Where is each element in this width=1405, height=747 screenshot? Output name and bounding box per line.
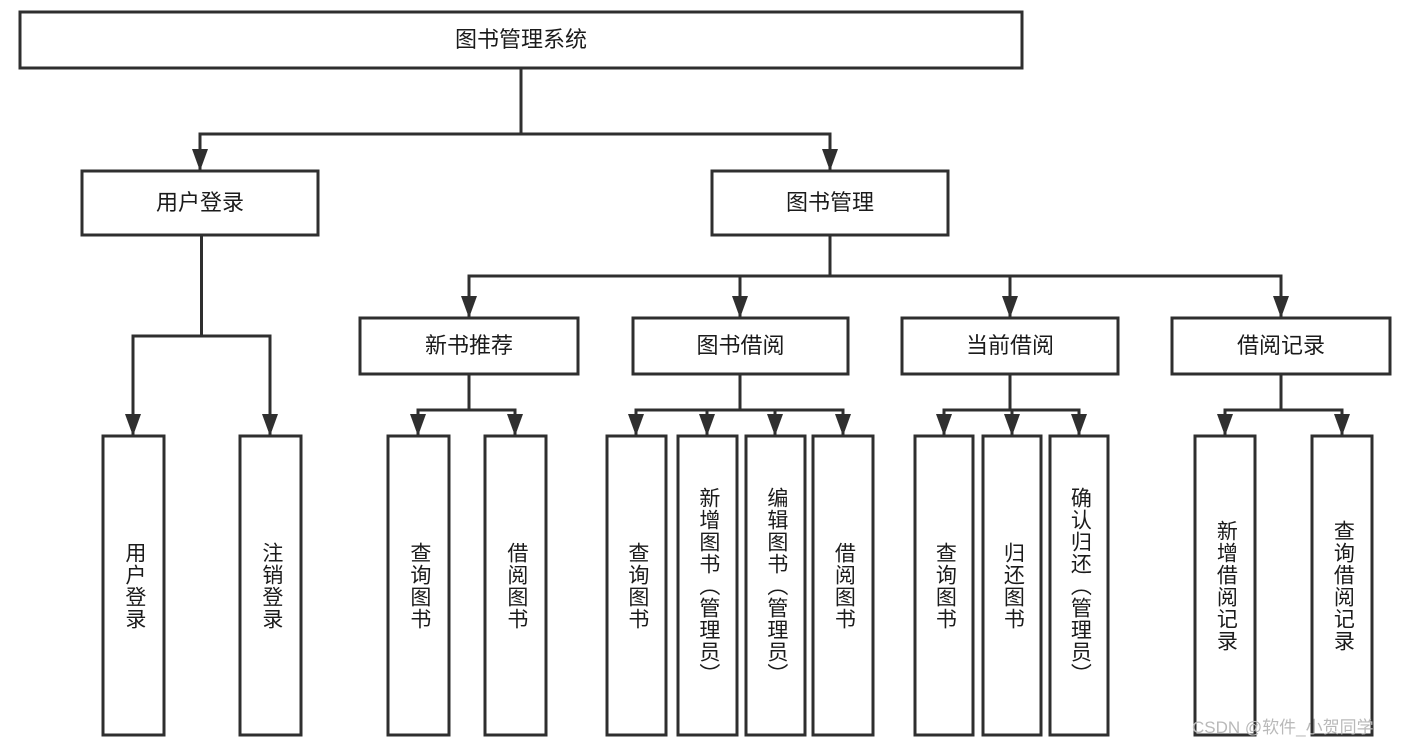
arrow-head-icon xyxy=(1273,296,1289,318)
node-box-leaf-query-book-borrow[interactable] xyxy=(605,434,668,737)
watermark-text: CSDN @软件_小贺同学 xyxy=(1192,718,1374,737)
node-label-user-login: 用户登录 xyxy=(156,190,244,215)
node-label-book-borrow: 图书借阅 xyxy=(696,333,784,358)
arrow-head-icon xyxy=(192,149,208,171)
node-box-book-management[interactable] xyxy=(710,169,950,237)
arrow-head-icon xyxy=(461,296,477,318)
arrow-head-icon xyxy=(125,414,141,436)
arrow-head-icon xyxy=(732,296,748,318)
arrow-head-icon xyxy=(835,414,851,436)
arrow-head-icon xyxy=(1004,414,1020,436)
node-box-root[interactable] xyxy=(18,10,1024,70)
node-label-new-book-recommend: 新书推荐 xyxy=(425,333,513,358)
node-box-leaf-borrow-book[interactable] xyxy=(811,434,875,737)
arrow-head-icon xyxy=(628,414,644,436)
node-box-leaf-query-book-recommend[interactable] xyxy=(386,434,451,737)
arrow-head-icon xyxy=(699,414,715,436)
node-box-leaf-query-borrow-record[interactable] xyxy=(1310,434,1374,737)
arrow-head-icon xyxy=(1002,296,1018,318)
node-box-new-book-recommend[interactable] xyxy=(358,316,580,376)
box-layer xyxy=(18,10,1392,737)
arrow-head-icon xyxy=(1071,414,1087,436)
arrow-head-icon xyxy=(1334,414,1350,436)
arrow-head-icon xyxy=(822,149,838,171)
node-label-current-borrow: 当前借阅 xyxy=(966,333,1054,358)
arrow-head-icon xyxy=(507,414,523,436)
node-box-leaf-confirm-return[interactable] xyxy=(1048,434,1110,737)
node-box-leaf-borrow-book-recommend[interactable] xyxy=(483,434,548,737)
node-box-current-borrow[interactable] xyxy=(900,316,1120,376)
arrow-head-icon xyxy=(936,414,952,436)
node-box-leaf-return-book[interactable] xyxy=(981,434,1043,737)
node-label-book-management: 图书管理 xyxy=(786,190,874,215)
node-box-leaf-add-borrow-record[interactable] xyxy=(1193,434,1257,737)
node-label-borrow-record: 借阅记录 xyxy=(1237,333,1325,358)
node-box-user-login[interactable] xyxy=(80,169,320,237)
connector-layer xyxy=(125,66,1350,438)
node-box-leaf-edit-book[interactable] xyxy=(744,434,807,737)
node-box-leaf-user-login[interactable] xyxy=(101,434,166,737)
node-box-book-borrow[interactable] xyxy=(631,316,850,376)
arrow-head-icon xyxy=(767,414,783,436)
node-label-root: 图书管理系统 xyxy=(455,27,587,52)
arrow-head-icon xyxy=(262,414,278,436)
arrow-head-icon xyxy=(410,414,426,436)
node-box-leaf-add-book[interactable] xyxy=(676,434,739,737)
arrow-head-icon xyxy=(1217,414,1233,436)
node-box-leaf-query-book-current[interactable] xyxy=(913,434,975,737)
node-box-borrow-record[interactable] xyxy=(1170,316,1392,376)
node-box-leaf-logout[interactable] xyxy=(238,434,303,737)
